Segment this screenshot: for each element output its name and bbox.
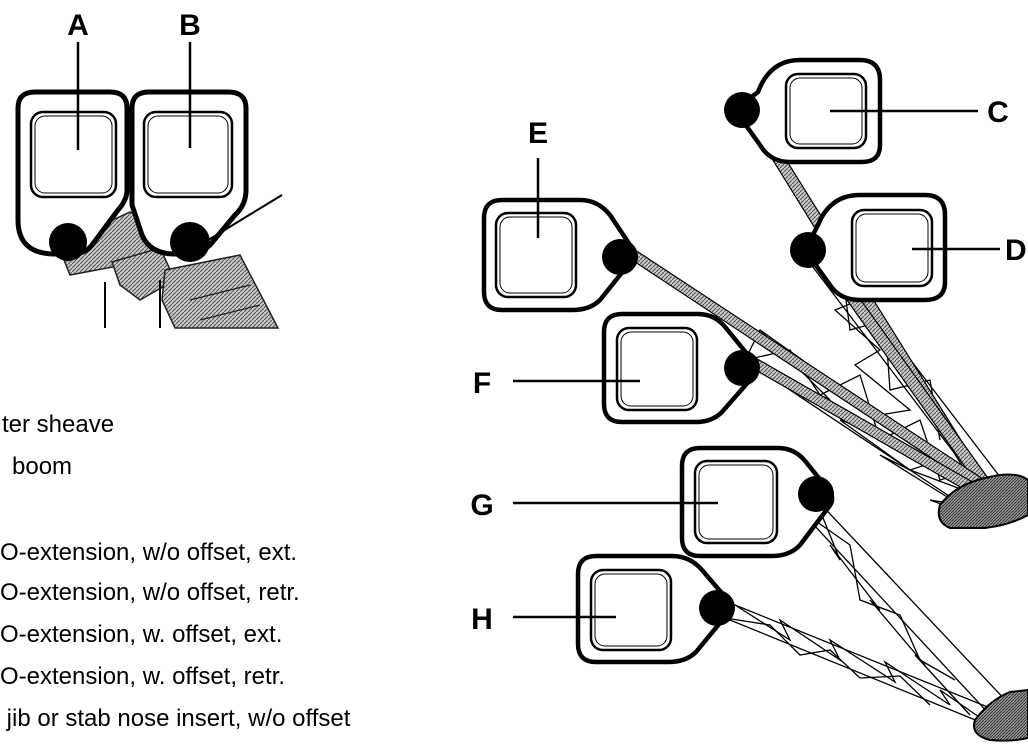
boom-tip-upper [937,473,1028,529]
label-f: F [473,367,491,400]
boom-tip-lower [973,688,1028,742]
legend-item: jib or stab nose insert, w/o offset [0,705,351,732]
legend-item: O-extension, w/o offset, ext. [0,539,297,566]
label-b: B [179,9,201,42]
legend-item: O-extension, w. offset, retr. [0,663,285,690]
pin-f [724,350,760,386]
extension-diagram: C D E F G H [470,57,1028,742]
pin-a [49,223,87,261]
legend-item: boom [12,453,72,480]
pin-e [602,239,638,275]
lattice-truss-h [723,604,1001,729]
pin-c [724,92,760,128]
sheave-window-e [494,211,578,299]
rope-b [204,194,283,243]
legend-item: O-extension, w. offset, ext. [0,621,282,648]
detail-a-b: A B [15,9,283,329]
sheave-window-f [615,326,699,412]
boom-piece-b2 [161,254,280,329]
pin-d [790,232,826,268]
label-c: C [987,96,1009,129]
legend-item: ter sheave [2,411,114,438]
sheave-window-h [589,568,673,652]
boom-edge [189,284,251,301]
label-a: A [67,9,89,42]
boom-edge [199,304,261,321]
label-h: H [471,603,493,636]
lattice-truss-g [799,497,1012,716]
sheave-window-a [29,110,118,199]
legend-item: O-extension, w/o offset, retr. [0,579,300,606]
label-d: D [1005,234,1027,267]
pin-b [170,222,210,262]
label-g: G [470,489,493,522]
legend: ter sheave boom O-extension, w/o offset,… [0,411,351,732]
pin-h [699,590,735,626]
pin-g [798,476,834,512]
label-e: E [528,117,548,150]
sheave-window-b [142,110,234,199]
